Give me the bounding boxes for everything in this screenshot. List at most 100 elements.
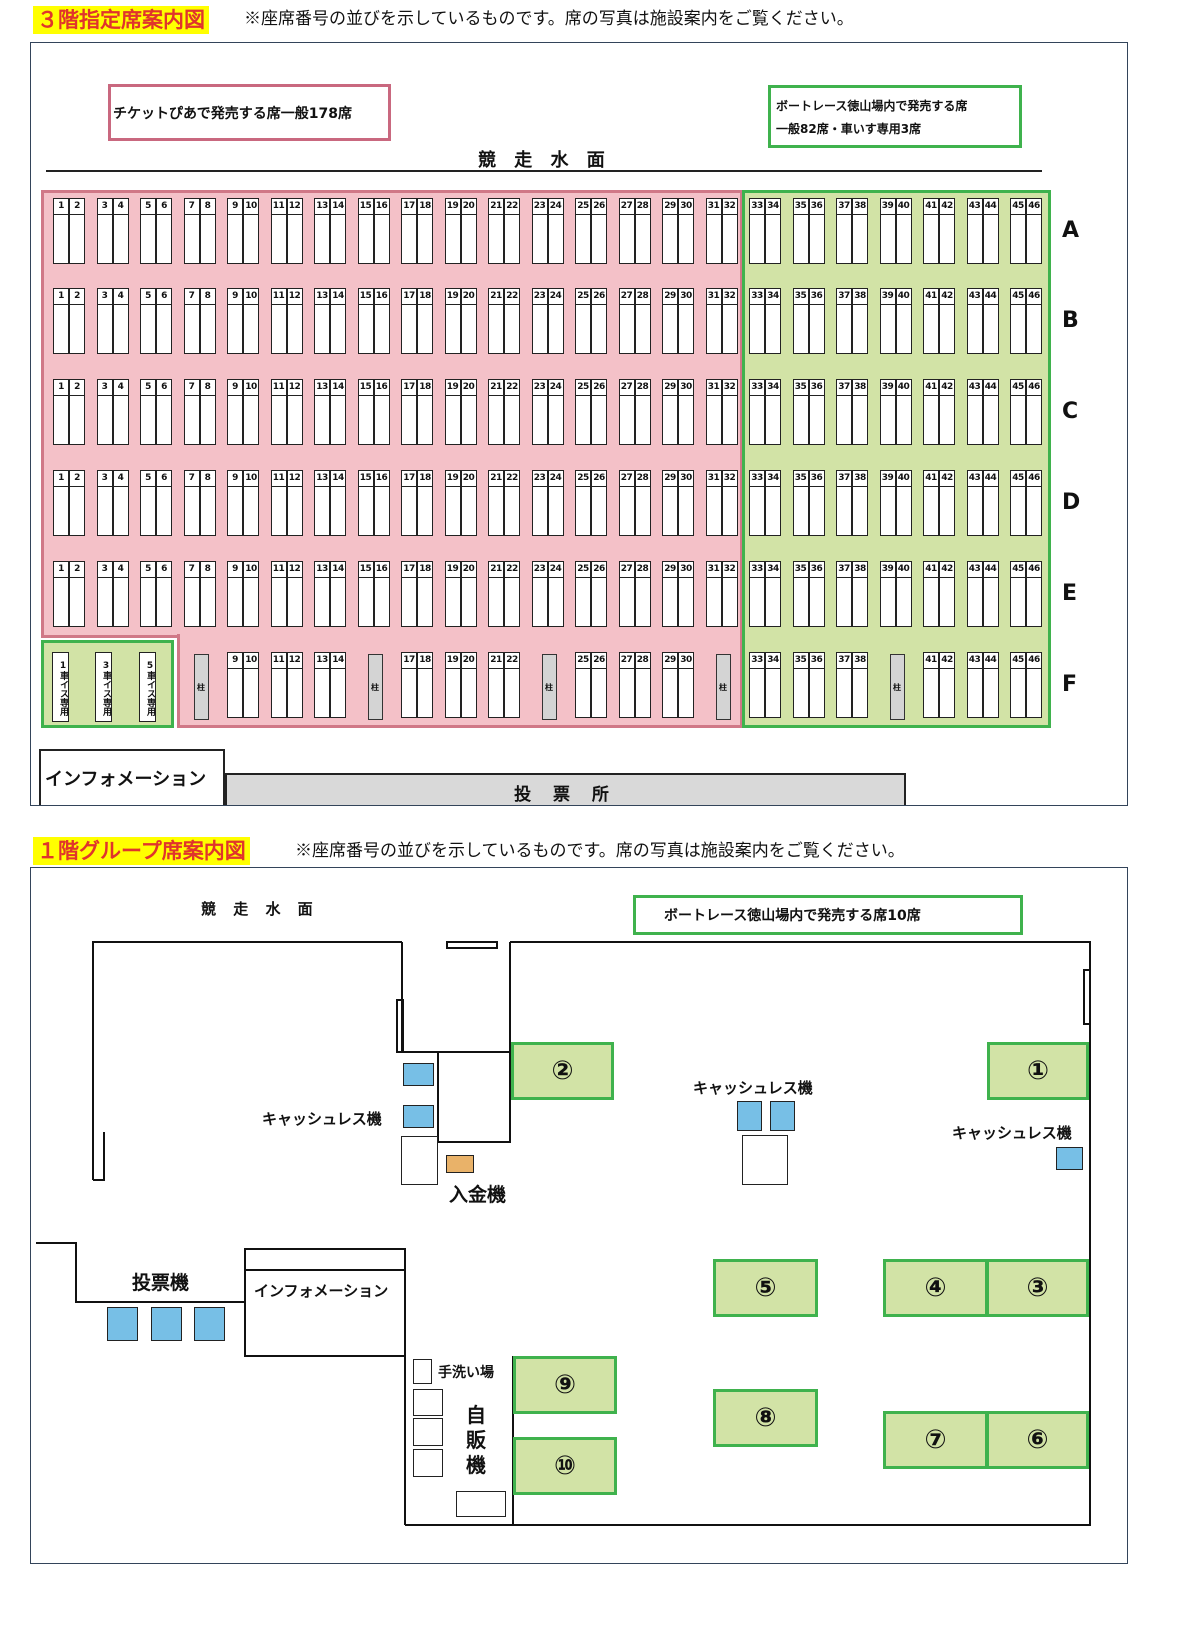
seat[interactable]: 24: [547, 379, 564, 445]
seat[interactable]: 41: [923, 288, 939, 354]
seat[interactable]: 9: [227, 652, 243, 718]
seat[interactable]: 18: [417, 198, 433, 264]
seat[interactable]: 1: [53, 288, 69, 354]
seat[interactable]: 32: [721, 470, 738, 536]
seat[interactable]: 19: [444, 379, 461, 445]
seat[interactable]: 27: [618, 652, 635, 718]
seat[interactable]: 33: [749, 652, 765, 718]
seat[interactable]: 46: [1026, 379, 1042, 445]
seat[interactable]: 12: [286, 561, 303, 627]
seat[interactable]: 9: [227, 561, 243, 627]
wheelchair-seat[interactable]: 3車イス専用: [95, 652, 112, 722]
seat[interactable]: 35: [792, 288, 809, 354]
seat[interactable]: 30: [678, 288, 694, 354]
seat[interactable]: 33: [749, 379, 765, 445]
seat[interactable]: 6: [156, 288, 172, 354]
seat[interactable]: 44: [982, 470, 999, 536]
seat[interactable]: 21: [488, 198, 504, 264]
seat[interactable]: 17: [401, 379, 417, 445]
seat[interactable]: 32: [721, 288, 738, 354]
seat[interactable]: 2: [69, 561, 85, 627]
seat[interactable]: 32: [721, 198, 738, 264]
seat[interactable]: 8: [199, 561, 216, 627]
seat[interactable]: 10: [243, 470, 259, 536]
seat[interactable]: 44: [982, 198, 999, 264]
seat[interactable]: 38: [852, 652, 868, 718]
seat[interactable]: 4: [112, 561, 129, 627]
seat[interactable]: 40: [895, 470, 912, 536]
seat[interactable]: 28: [634, 379, 651, 445]
seat[interactable]: 38: [852, 379, 868, 445]
seat[interactable]: 42: [939, 652, 955, 718]
seat[interactable]: 43: [966, 652, 983, 718]
seat[interactable]: 18: [417, 288, 433, 354]
seat[interactable]: 39: [879, 470, 896, 536]
seat[interactable]: 7: [183, 470, 200, 536]
group-seat-4[interactable]: ④: [883, 1259, 988, 1317]
seat[interactable]: 19: [444, 470, 461, 536]
seat[interactable]: 22: [504, 288, 520, 354]
seat[interactable]: 9: [227, 379, 243, 445]
seat[interactable]: 30: [678, 652, 694, 718]
seat[interactable]: 20: [460, 470, 477, 536]
seat[interactable]: 29: [662, 379, 678, 445]
seat[interactable]: 11: [270, 379, 287, 445]
seat[interactable]: 45: [1010, 652, 1026, 718]
seat[interactable]: 3: [96, 561, 113, 627]
seat[interactable]: 21: [488, 652, 504, 718]
seat[interactable]: 40: [895, 379, 912, 445]
seat[interactable]: 44: [982, 379, 999, 445]
seat[interactable]: 17: [401, 561, 417, 627]
seat[interactable]: 37: [836, 470, 852, 536]
seat[interactable]: 33: [749, 561, 765, 627]
seat[interactable]: 4: [112, 288, 129, 354]
seat[interactable]: 42: [939, 288, 955, 354]
seat[interactable]: 31: [705, 561, 722, 627]
seat[interactable]: 18: [417, 379, 433, 445]
seat[interactable]: 12: [286, 198, 303, 264]
seat[interactable]: 45: [1010, 561, 1026, 627]
seat[interactable]: 12: [286, 652, 303, 718]
seat[interactable]: 26: [591, 470, 607, 536]
seat[interactable]: 15: [357, 288, 374, 354]
seat[interactable]: 17: [401, 198, 417, 264]
seat[interactable]: 22: [504, 198, 520, 264]
seat[interactable]: 7: [183, 198, 200, 264]
seat[interactable]: 30: [678, 198, 694, 264]
seat[interactable]: 13: [314, 561, 330, 627]
seat[interactable]: 22: [504, 561, 520, 627]
group-seat-1[interactable]: ①: [987, 1042, 1089, 1100]
seat[interactable]: 45: [1010, 288, 1026, 354]
seat[interactable]: 40: [895, 288, 912, 354]
seat[interactable]: 37: [836, 288, 852, 354]
seat[interactable]: 36: [808, 288, 825, 354]
seat[interactable]: 46: [1026, 288, 1042, 354]
seat[interactable]: 42: [939, 198, 955, 264]
seat[interactable]: 43: [966, 379, 983, 445]
seat[interactable]: 5: [140, 561, 156, 627]
seat[interactable]: 20: [460, 198, 477, 264]
seat[interactable]: 13: [314, 379, 330, 445]
seat[interactable]: 37: [836, 652, 852, 718]
seat[interactable]: 30: [678, 379, 694, 445]
seat[interactable]: 24: [547, 561, 564, 627]
seat[interactable]: 23: [531, 379, 548, 445]
seat[interactable]: 25: [575, 379, 591, 445]
seat[interactable]: 27: [618, 198, 635, 264]
seat[interactable]: 14: [330, 470, 346, 536]
seat[interactable]: 38: [852, 470, 868, 536]
seat[interactable]: 20: [460, 652, 477, 718]
seat[interactable]: 41: [923, 198, 939, 264]
seat[interactable]: 11: [270, 288, 287, 354]
seat[interactable]: 13: [314, 198, 330, 264]
seat[interactable]: 39: [879, 561, 896, 627]
group-seat-8[interactable]: ⑧: [713, 1389, 818, 1447]
group-seat-9[interactable]: ⑨: [513, 1356, 617, 1414]
seat[interactable]: 15: [357, 470, 374, 536]
seat[interactable]: 40: [895, 198, 912, 264]
seat[interactable]: 33: [749, 288, 765, 354]
seat[interactable]: 36: [808, 198, 825, 264]
seat[interactable]: 18: [417, 561, 433, 627]
group-seat-2[interactable]: ②: [511, 1042, 614, 1100]
seat[interactable]: 31: [705, 379, 722, 445]
